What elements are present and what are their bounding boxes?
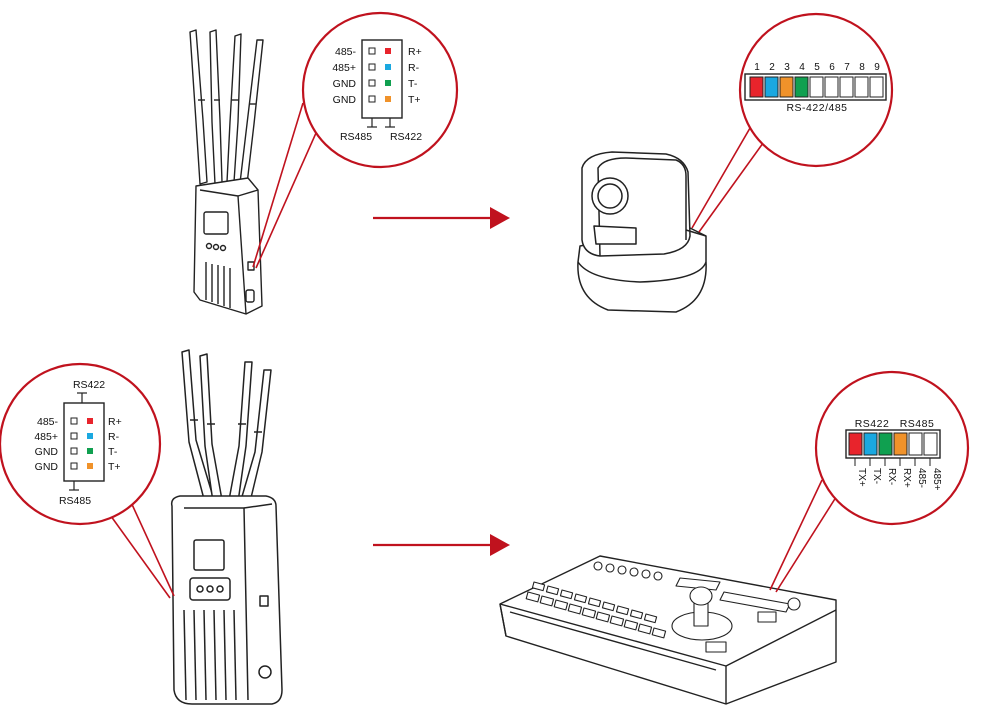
controller-pin-label: TX+	[856, 468, 867, 487]
ptz-controller-keyboard-icon	[499, 555, 837, 705]
bottom-right-label-2: R-	[108, 431, 120, 443]
controller-port-block	[845, 429, 941, 466]
camera-pin-2	[764, 76, 779, 98]
controller-pin-5	[908, 432, 923, 456]
controller-pin-6	[923, 432, 938, 456]
controller-pin-label: TX-	[871, 468, 882, 484]
top-pin-2	[385, 64, 391, 70]
camera-port-number: 5	[814, 62, 820, 73]
top-rs485-label: RS485	[340, 131, 372, 143]
bottom-left-label-1: 485-	[37, 416, 59, 428]
controller-rs485-label: RS485	[900, 418, 935, 430]
camera-pin-3	[779, 76, 794, 98]
controller-pin-label: 485+	[931, 468, 942, 491]
bottom-pin-2	[87, 433, 93, 439]
top-rs422-label: RS422	[390, 131, 422, 143]
top-pin-4	[385, 96, 391, 102]
bottom-callout-pointer	[107, 499, 175, 599]
bottom-rs422-label: RS422	[73, 379, 105, 391]
camera-port-caption: RS-422/485	[786, 102, 847, 114]
camera-port-number: 1	[754, 62, 760, 73]
top-arrow-icon	[373, 207, 510, 229]
camera-port-number: 9	[874, 62, 880, 73]
controller-rs422-label: RS422	[855, 418, 890, 430]
bottom-left-label-4: GND	[35, 461, 59, 473]
bottom-right-label-3: T-	[108, 446, 118, 458]
bottom-rs485-label: RS485	[59, 495, 91, 507]
top-right-label-1: R+	[408, 46, 422, 58]
top-callout-pointer	[252, 102, 321, 269]
camera-pin-6	[824, 76, 839, 98]
top-left-label-4: GND	[333, 94, 357, 106]
camera-port-number: 4	[799, 62, 805, 73]
top-pin-3	[385, 80, 391, 86]
bottom-left-label-2: 485+	[34, 431, 58, 443]
camera-port-number: 7	[844, 62, 850, 73]
top-left-label-1: 485-	[335, 46, 357, 58]
top-left-label-3: GND	[333, 78, 357, 90]
top-right-label-3: T-	[408, 78, 418, 90]
camera-callout-pointer	[691, 115, 772, 233]
top-connector-block	[361, 39, 403, 128]
top-right-label-2: R-	[408, 62, 420, 74]
controller-callout-pointer	[769, 479, 839, 593]
bottom-arrow-icon	[373, 534, 510, 556]
bottom-connector-block	[63, 392, 105, 491]
bottom-right-label-4: T+	[108, 461, 121, 473]
camera-port-number: 8	[859, 62, 865, 73]
camera-pin-8	[854, 76, 869, 98]
camera-port-numbers: 1 2 3 4 5 6 7 8 9	[754, 62, 880, 73]
controller-pin-1	[848, 432, 863, 456]
bottom-left-label-3: GND	[35, 446, 59, 458]
camera-port-number: 3	[784, 62, 790, 73]
camera-pin-1	[749, 76, 764, 98]
bottom-transmitter-icon	[170, 349, 283, 705]
camera-pin-5	[809, 76, 824, 98]
bottom-right-label-1: R+	[108, 416, 122, 428]
camera-port-number: 2	[769, 62, 775, 73]
controller-pin-label: 485-	[916, 468, 927, 488]
ptz-camera-icon	[577, 151, 707, 313]
controller-pin-label: RX+	[901, 468, 912, 488]
top-right-label-4: T+	[408, 94, 421, 106]
top-transmitter-icon	[189, 29, 264, 315]
bottom-pin-4	[87, 463, 93, 469]
camera-pin-7	[839, 76, 854, 98]
top-pin-1	[385, 48, 391, 54]
camera-pin-9	[869, 76, 884, 98]
camera-port-block	[744, 73, 887, 101]
bottom-pin-1	[87, 418, 93, 424]
camera-port-number: 6	[829, 62, 835, 73]
camera-pin-4	[794, 76, 809, 98]
top-left-label-2: 485+	[332, 62, 356, 74]
controller-pin-4	[893, 432, 908, 456]
controller-pin-label: RX-	[886, 468, 897, 485]
controller-pin-3	[878, 432, 893, 456]
bottom-pin-3	[87, 448, 93, 454]
controller-pin-2	[863, 432, 878, 456]
